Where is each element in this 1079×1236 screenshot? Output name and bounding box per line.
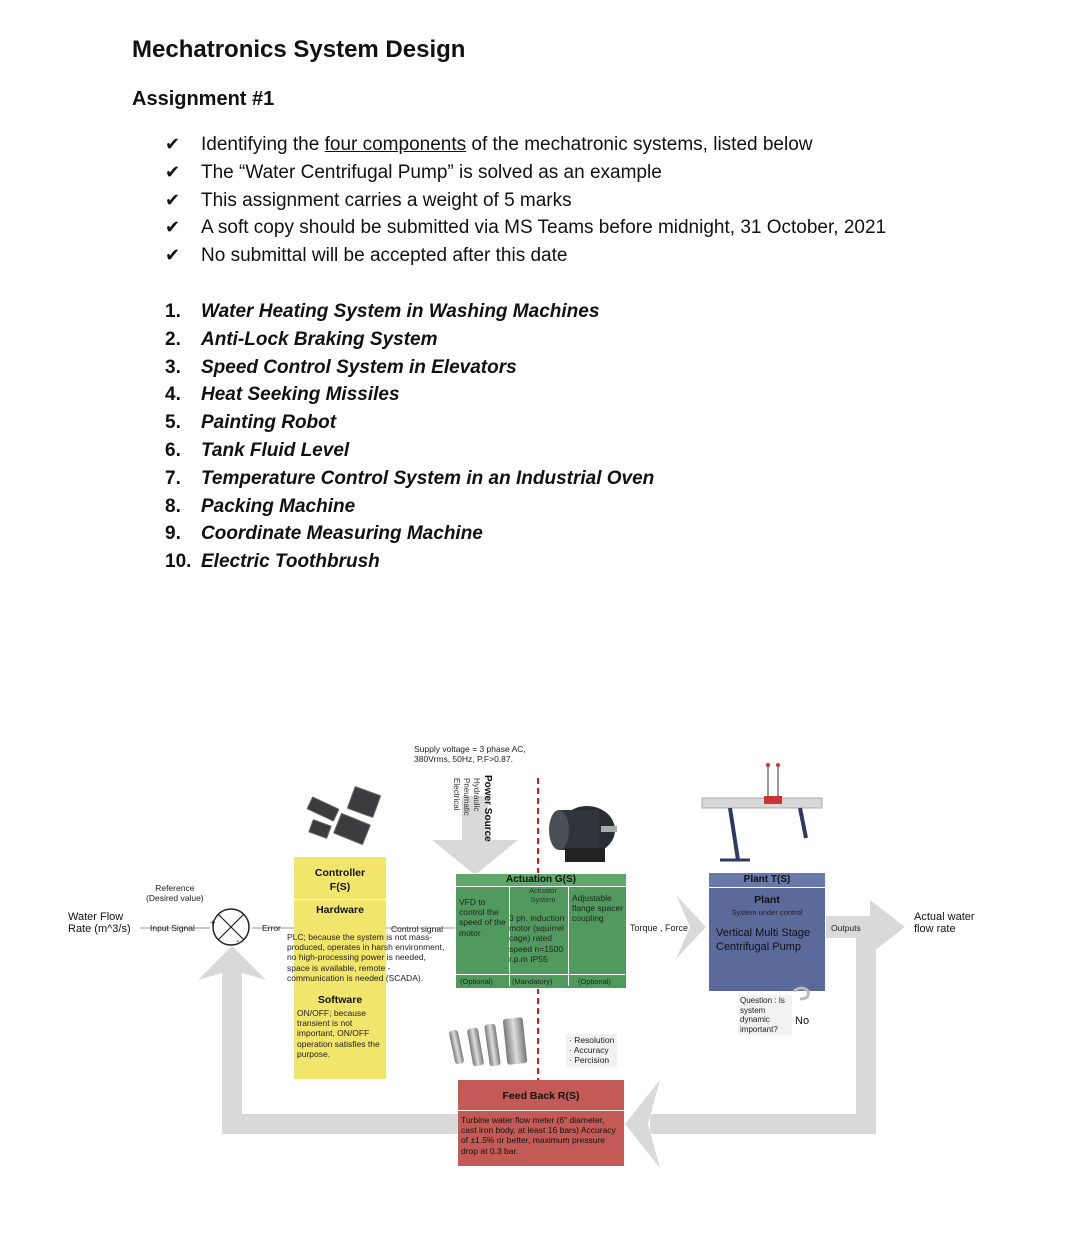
software-heading: Software [294, 994, 386, 1006]
checkmark-icon: ✔ [165, 159, 201, 187]
instruction-list: ✔Identifying the four components of the … [165, 131, 886, 270]
optional-label-2: (Optional) [578, 977, 611, 986]
input-label: Water Flow Rate (m^3/s) [68, 911, 131, 935]
hardware-heading: Hardware [294, 904, 386, 916]
list-item: 6.Tank Fluid Level [165, 437, 654, 465]
checkmark-icon: ✔ [165, 131, 201, 159]
feedback-bottom-left-line [222, 1114, 458, 1134]
curl-arrow-icon [790, 985, 814, 1005]
coupling-text: Adjustable flange spacer coupling [572, 893, 624, 924]
motor-image [545, 800, 625, 870]
question-box: Question : Is system dynamic important? [738, 995, 792, 1035]
power-source-label: Power Source [482, 775, 496, 850]
list-item: 5.Painting Robot [165, 409, 654, 437]
sensor-specs: · Resolution · Accuracy · Percision [566, 1034, 617, 1067]
supply-voltage-label: Supply voltage = 3 phase AC, 380Vrms, 50… [414, 744, 526, 764]
list-item: 7.Temperature Control System in an Indus… [165, 465, 654, 493]
systems-list: 1.Water Heating System in Washing Machin… [165, 298, 654, 576]
list-item: 4.Heat Seeking Missiles [165, 381, 654, 409]
instruction-item: ✔No submittal will be accepted after thi… [165, 242, 886, 270]
list-item: 8.Packing Machine [165, 493, 654, 521]
list-item: 9.Coordinate Measuring Machine [165, 520, 654, 548]
plus-sign: + [210, 918, 215, 928]
actuator-system-label: Actuator System [520, 886, 566, 904]
page-title: Mechatronics System Design [132, 36, 465, 64]
assignment-heading: Assignment #1 [132, 88, 274, 111]
checkmark-icon: ✔ [165, 214, 201, 242]
pump-image [700, 760, 830, 870]
optional-label-1: (Optional) [460, 977, 493, 986]
input-signal-label: Input Signal [150, 923, 195, 933]
feedback-left-line [222, 970, 242, 1134]
instruction-item: ✔Identifying the four components of the … [165, 131, 886, 159]
hardware-text: PLC; because the system is not mass-prod… [287, 932, 447, 983]
summing-junction [213, 909, 249, 945]
reference-label: Reference (Desired value) [146, 883, 204, 903]
answer-label: No [795, 1015, 809, 1027]
feedback-bottom-right-line [650, 1114, 876, 1134]
underlined-phrase: four components [325, 134, 467, 155]
error-label: Error [262, 923, 281, 933]
feedback-right-line [856, 938, 876, 1134]
power-types: Electrical Pneumatic Hydraulic [452, 778, 481, 838]
outputs-label: Outputs [831, 923, 861, 933]
software-text: ON/OFF; because transient is not importa… [297, 1008, 383, 1059]
mandatory-label: (Mandatory) [512, 977, 552, 986]
list-item: 3.Speed Control System in Elevators [165, 354, 654, 382]
list-item: 1.Water Heating System in Washing Machin… [165, 298, 654, 326]
feedback-block: Feed Back R(S) Turbine water flow meter … [458, 1080, 624, 1166]
minus-sign: - [236, 936, 239, 947]
plant-block: Plant T(S) Plant System under control Ve… [708, 872, 826, 992]
motor-text: 3 ph. induction motor (squirrel cage) ra… [509, 913, 569, 964]
checkmark-icon: ✔ [165, 187, 201, 215]
checkmark-icon: ✔ [165, 242, 201, 270]
instruction-item: ✔A soft copy should be submitted via MS … [165, 214, 886, 242]
list-item: 10.Electric Toothbrush [165, 548, 654, 576]
output-label: Actual water flow rate [914, 911, 975, 935]
instruction-item: ✔This assignment carries a weight of 5 m… [165, 187, 886, 215]
vfd-text: VFD to control the speed of the motor [459, 897, 507, 938]
power-arrow-head [432, 840, 518, 875]
instruction-item: ✔The “Water Centrifugal Pump” is solved … [165, 159, 886, 187]
list-item: 2.Anti-Lock Braking System [165, 326, 654, 354]
torque-force-label: Torque , Force [630, 923, 688, 934]
